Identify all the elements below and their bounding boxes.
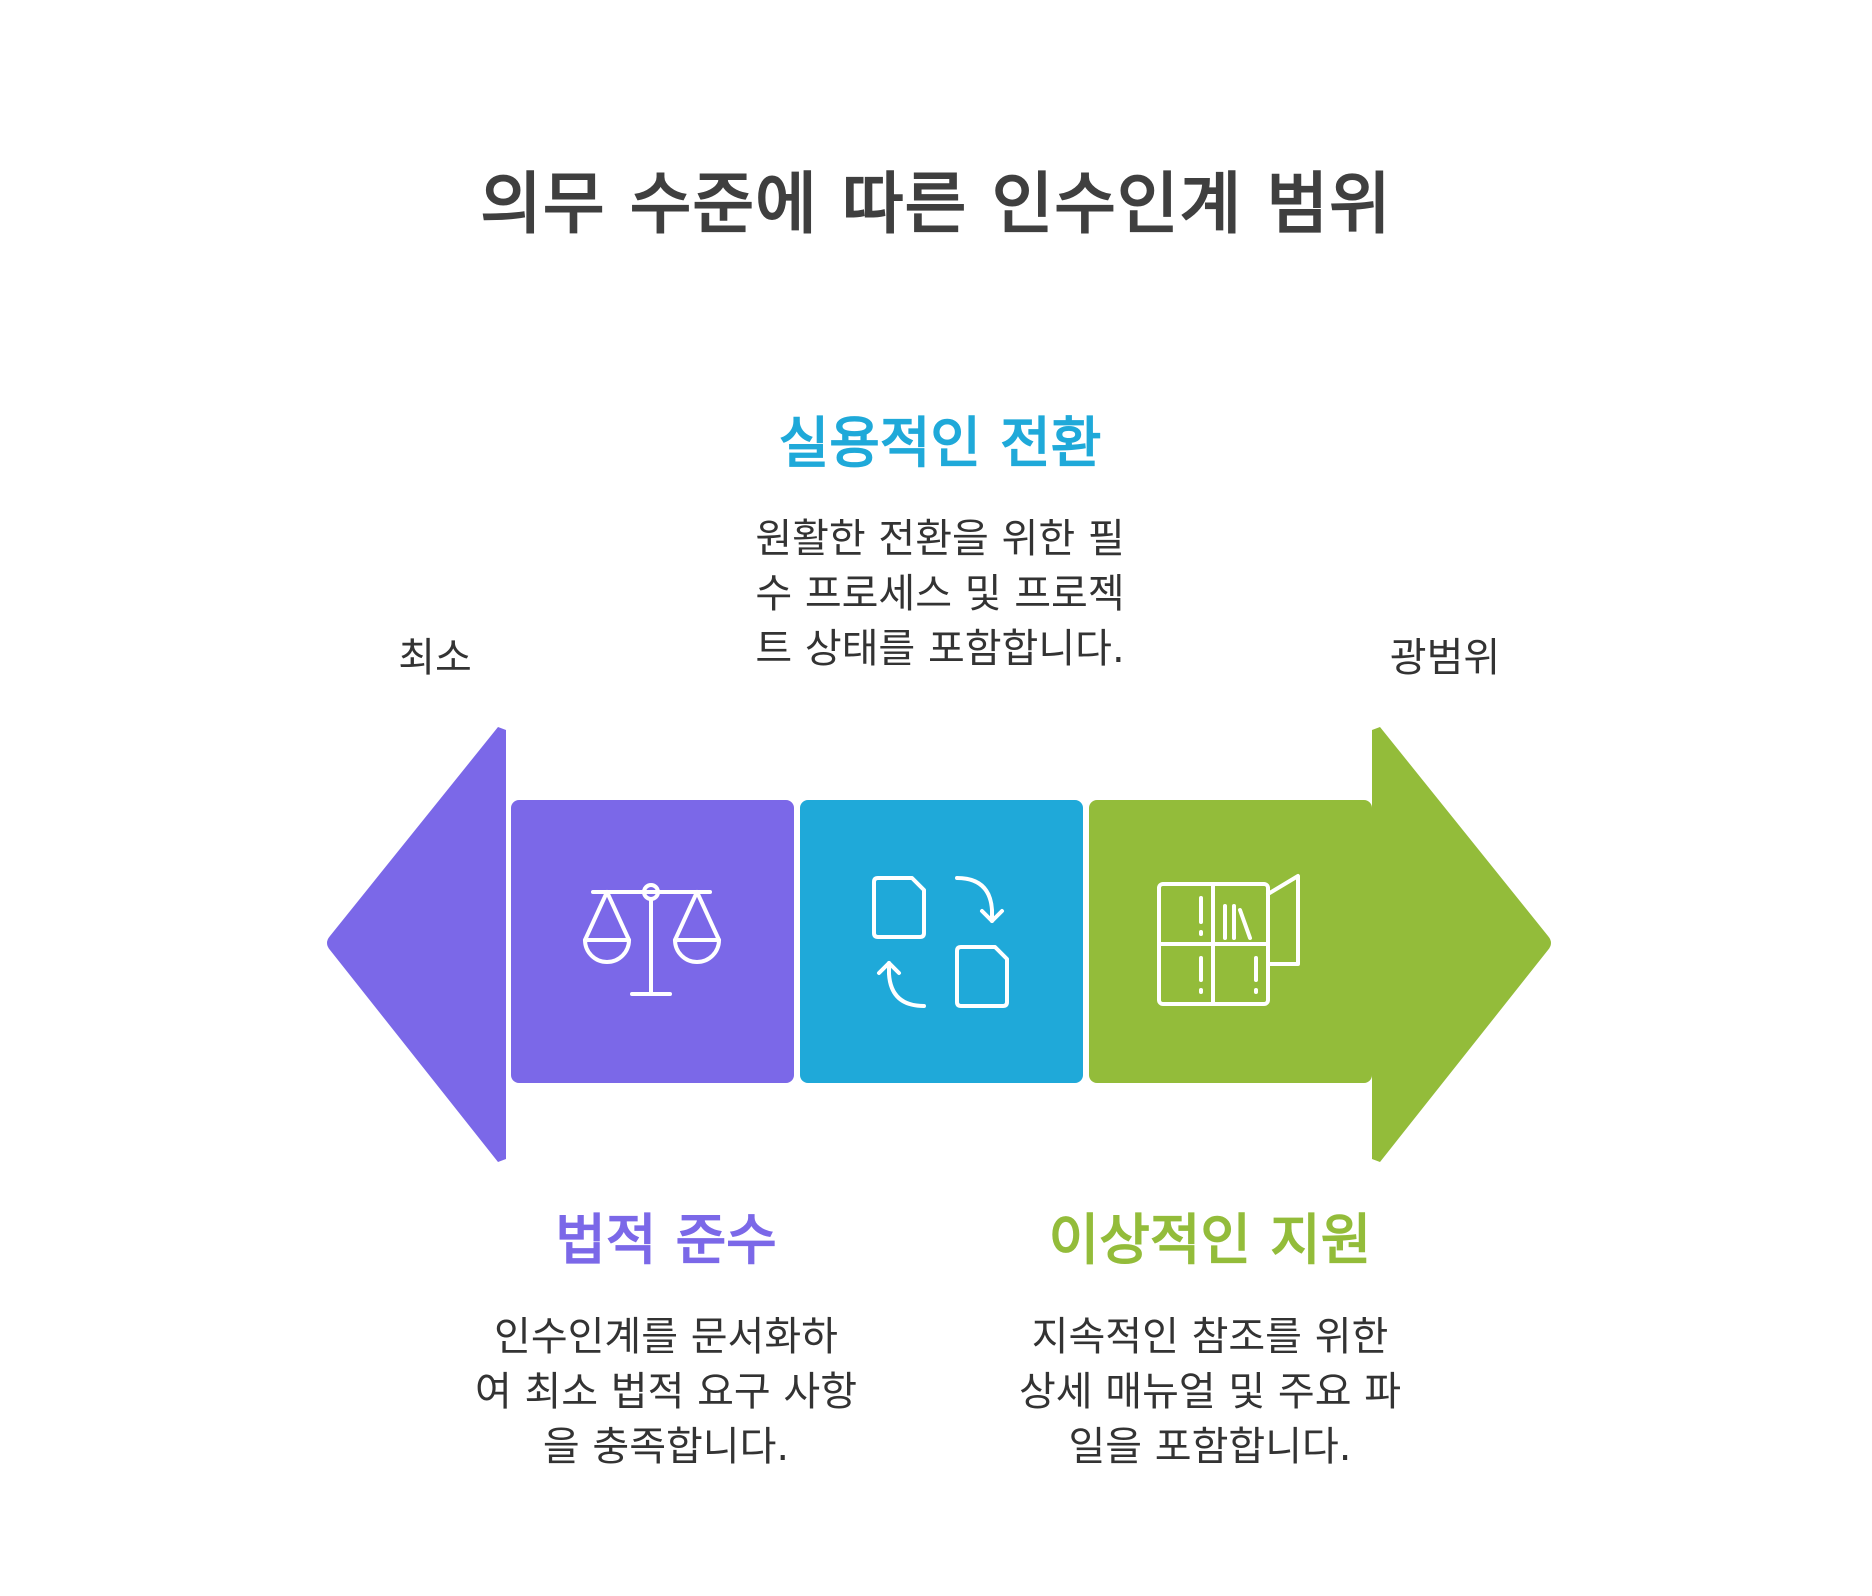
document-exchange-icon bbox=[872, 876, 1009, 1008]
stage-description-legal: 인수인계를 문서화하 여 최소 법적 요구 사항 을 충족합니다. bbox=[426, 1310, 906, 1475]
description-line: 인수인계를 문서화하 bbox=[494, 1314, 838, 1360]
description-line: 상세 매뉴얼 및 주요 파 bbox=[1018, 1369, 1402, 1415]
right-arrowhead bbox=[1372, 727, 1551, 1162]
description-line: 일을 포함합니다. bbox=[1068, 1424, 1352, 1470]
description-line: 수 프로세스 및 프로젝 bbox=[755, 571, 1125, 617]
description-line: 여 최소 법적 요구 사항 bbox=[474, 1369, 858, 1415]
stage-description-ideal: 지속적인 참조를 위한 상세 매뉴얼 및 주요 파 일을 포함합니다. bbox=[970, 1310, 1450, 1475]
description-line: 트 상태를 포함합니다. bbox=[755, 626, 1125, 672]
scale-min-label: 최소 bbox=[398, 635, 472, 681]
stage-heading-legal: 법적 준수 bbox=[555, 1208, 777, 1272]
description-line: 을 충족합니다. bbox=[542, 1424, 790, 1470]
stage-box-ideal bbox=[1089, 800, 1372, 1083]
left-arrowhead bbox=[327, 727, 506, 1162]
stage-heading-practical: 실용적인 전환 bbox=[778, 411, 1102, 475]
stage-heading-ideal: 이상적인 지원 bbox=[1048, 1208, 1372, 1272]
file-cabinet-icon bbox=[1157, 874, 1300, 1006]
stage-description-practical: 원활한 전환을 위한 필 수 프로세스 및 프로젝 트 상태를 포함합니다. bbox=[700, 512, 1180, 677]
scales-icon bbox=[583, 883, 721, 996]
description-line: 지속적인 참조를 위한 bbox=[1031, 1314, 1389, 1360]
description-line: 원활한 전환을 위한 필 bbox=[755, 516, 1125, 562]
stage-box-practical bbox=[800, 800, 1083, 1083]
diagram-title: 의무 수준에 따른 인수인계 범위 bbox=[480, 165, 1392, 243]
scale-max-label: 광범위 bbox=[1389, 635, 1501, 681]
